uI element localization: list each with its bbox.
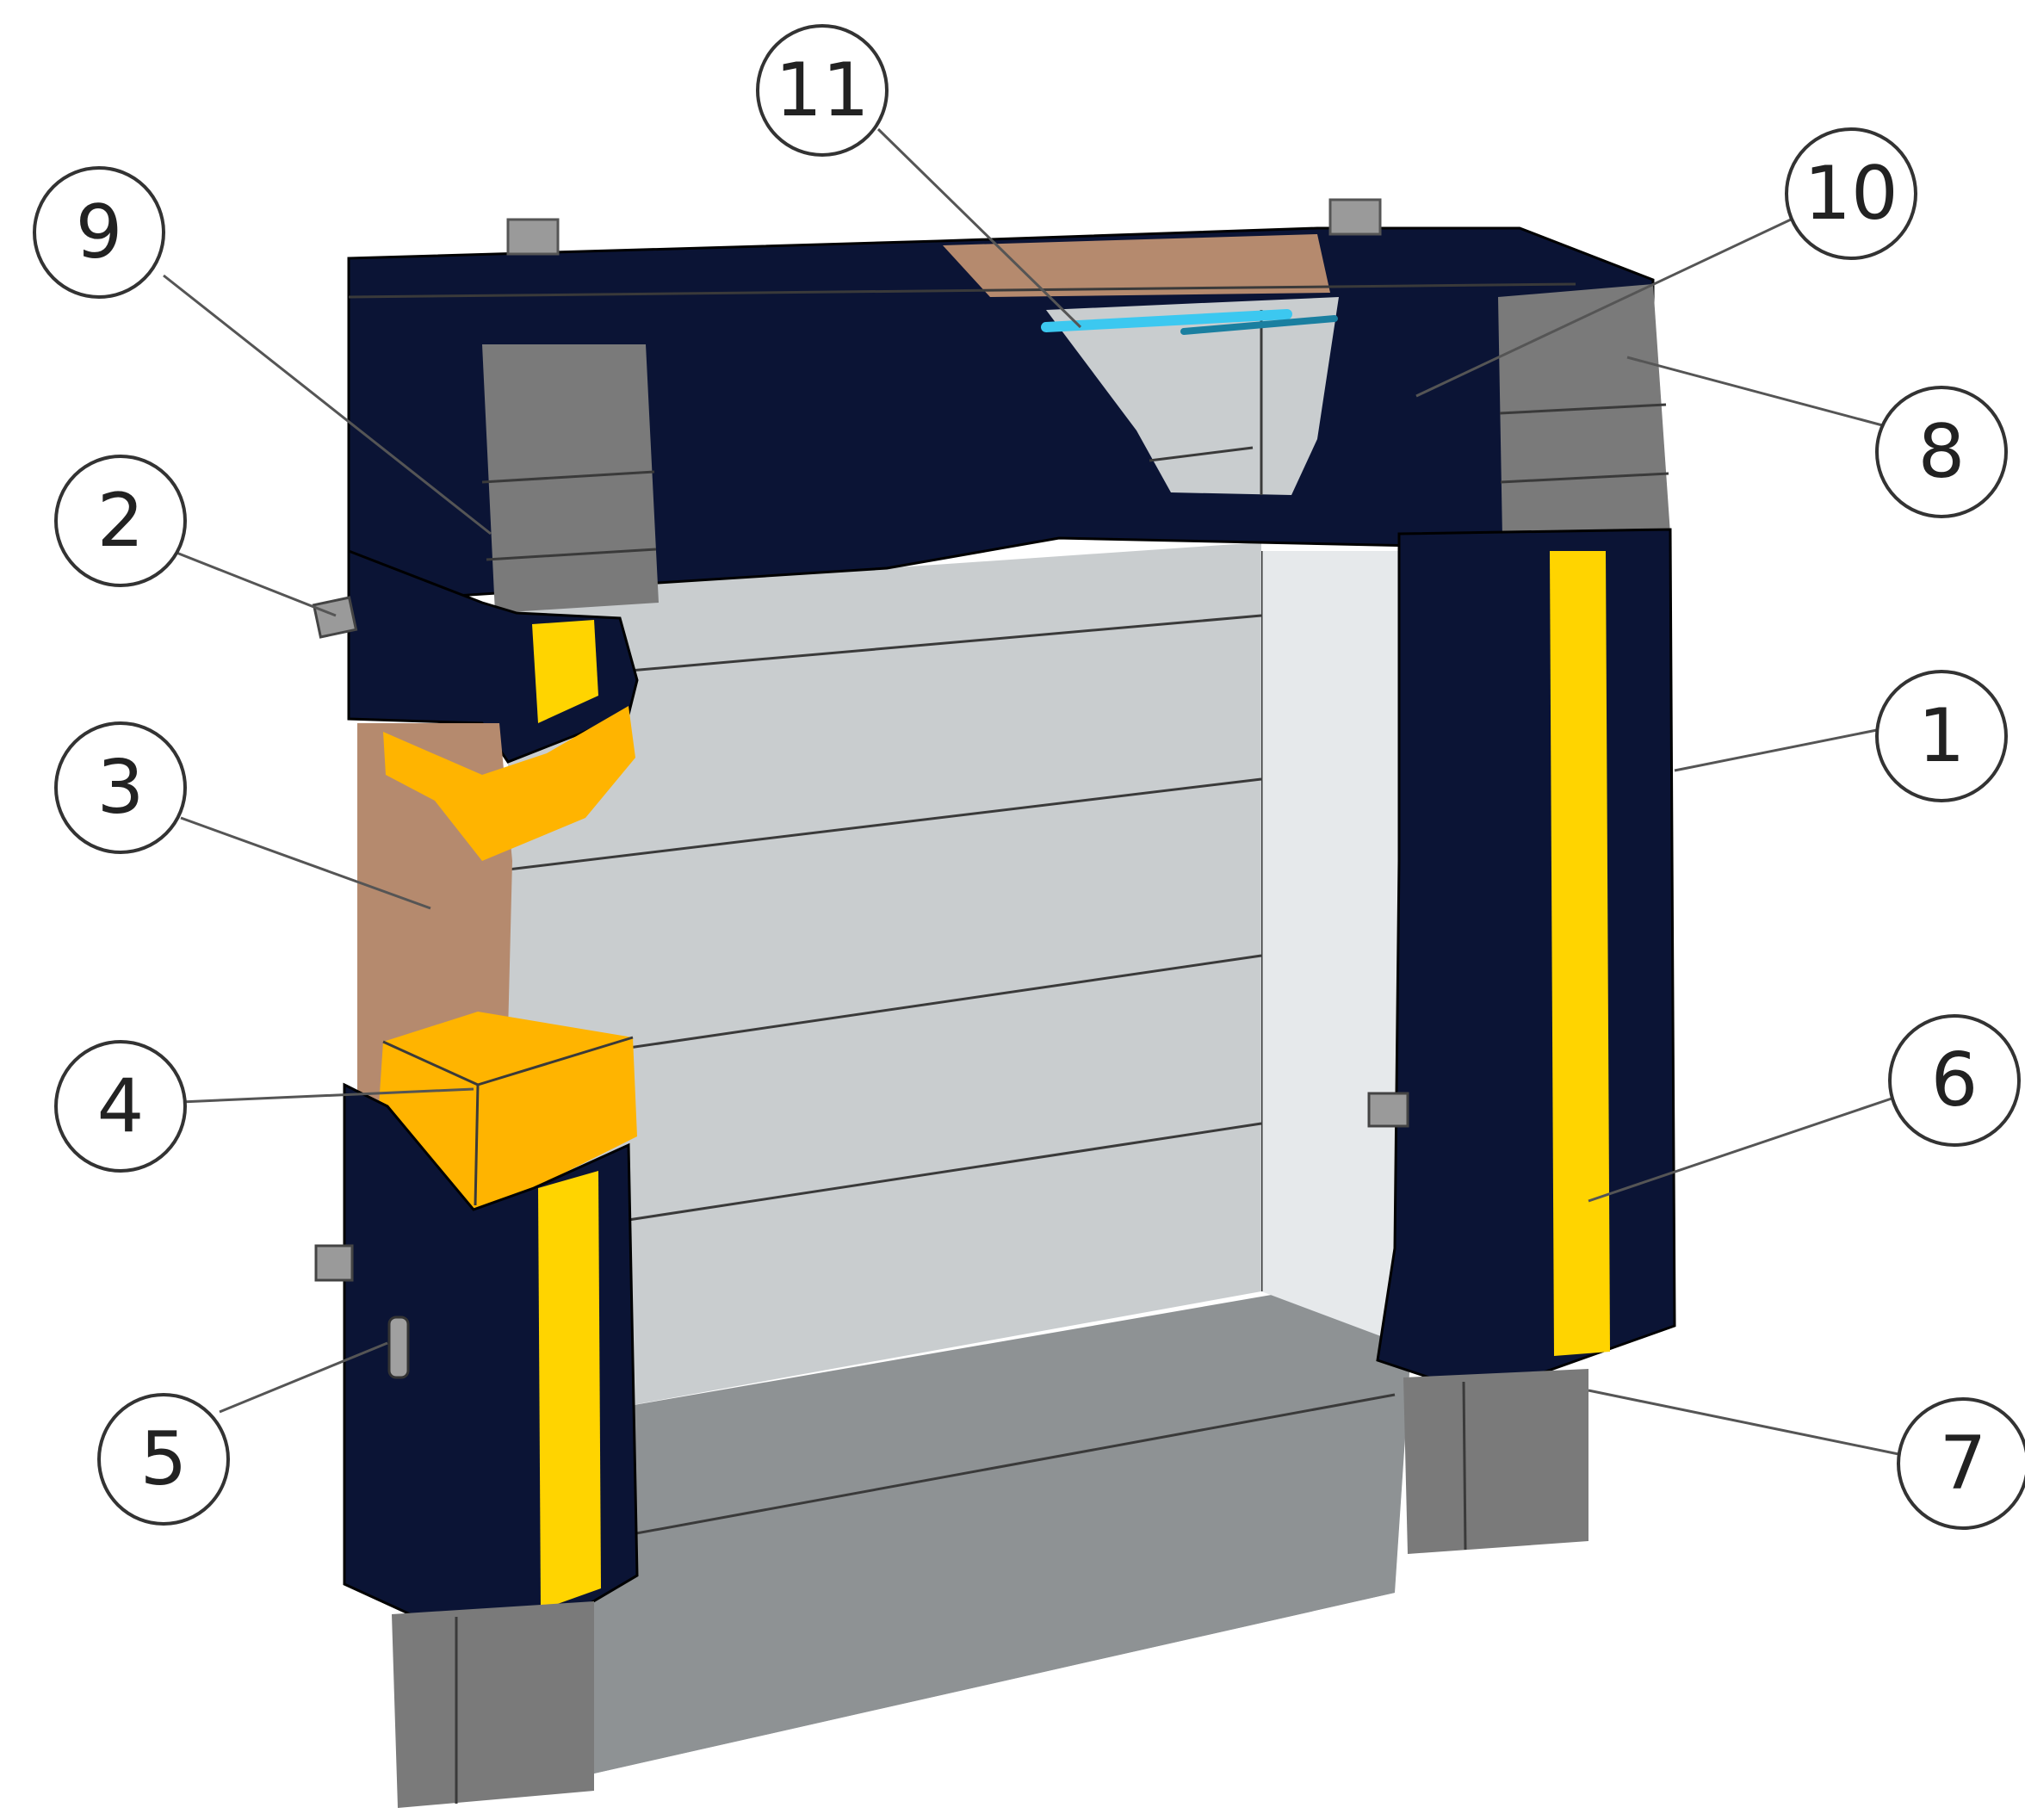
leader-1 [1674, 726, 1891, 772]
top-seal-strip [1041, 309, 1292, 332]
callout-11-label: 11 [775, 47, 869, 133]
leader-11 [876, 127, 1082, 329]
side-bracket-right [1367, 1092, 1409, 1128]
callout-7: 7 [1897, 1397, 2025, 1530]
left-upper-stripe [532, 620, 598, 723]
left-latch [387, 1315, 410, 1379]
callout-11: 11 [756, 24, 889, 157]
leader-4 [180, 1087, 474, 1104]
leader-10 [1415, 218, 1792, 398]
sectional-door [508, 542, 1261, 1412]
side-bracket-left-upper [312, 596, 358, 639]
callout-2-label: 2 [97, 478, 145, 564]
leader-9 [163, 274, 492, 535]
callout-5: 5 [97, 1393, 230, 1526]
leader-7 [1588, 1389, 1904, 1457]
callout-10: 10 [1785, 127, 1917, 260]
callout-5-label: 5 [140, 1416, 188, 1502]
leader-lines [163, 127, 1904, 1457]
inner-side-wall [1261, 551, 1399, 1343]
callout-6-label: 6 [1931, 1037, 1979, 1124]
right-foot-block [1403, 1369, 1588, 1554]
callout-1: 1 [1875, 670, 2008, 802]
callout-8-label: 8 [1918, 409, 1966, 495]
callout-3-label: 3 [97, 745, 145, 831]
top-bracket-right [1328, 198, 1382, 236]
leader-5 [219, 1341, 388, 1414]
head-cutaway [1046, 297, 1339, 495]
callout-3: 3 [54, 721, 187, 854]
callout-7-label: 7 [1940, 1421, 1987, 1507]
callout-4-label: 4 [97, 1063, 145, 1149]
callout-1-label: 1 [1918, 693, 1966, 779]
head-brown-panel [943, 234, 1330, 297]
right-curtain [1376, 528, 1676, 1396]
callout-8: 8 [1875, 386, 2008, 518]
callout-10-label: 10 [1804, 151, 1898, 237]
right-stripe [1550, 551, 1610, 1356]
callout-2: 2 [54, 455, 187, 587]
left-lower-foam-block [379, 1012, 637, 1210]
leader-6 [1588, 1096, 1895, 1203]
left-upper-foam-block [383, 706, 635, 861]
leader-3 [180, 816, 431, 910]
callout-4: 4 [54, 1040, 187, 1173]
top-bracket-left [506, 218, 560, 256]
left-lower-stripe [538, 1171, 601, 1610]
top-left-grey-block [482, 344, 659, 613]
callout-9: 9 [33, 166, 165, 299]
leader-2 [171, 549, 337, 617]
floor-front-face [594, 1395, 1395, 1774]
side-bracket-left-lower [314, 1244, 354, 1282]
leader-8 [1626, 356, 1886, 428]
callout-6: 6 [1888, 1014, 2021, 1147]
left-foot-block [392, 1601, 594, 1808]
callout-9-label: 9 [76, 189, 123, 275]
